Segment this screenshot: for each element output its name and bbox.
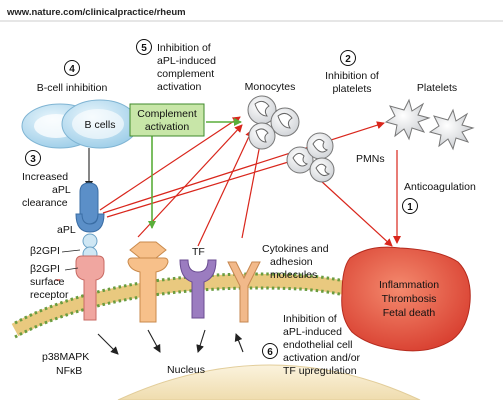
arrow-apl-to-pmns [106,158,296,218]
outcome-line-1: Inflammation [379,279,439,291]
arrow-pmns-to-outcome [319,179,393,247]
pmn-icon [286,132,335,183]
step-6-label-5: TF upregulation [283,365,357,377]
cytokines-label-1: Cytokines and [262,243,329,255]
arrow-nucleus-to-cytokine [234,333,244,353]
arrow-apl-to-platelets [102,121,385,214]
receptor-icon [127,241,169,323]
arrow-nucleus-to-tf [196,329,206,353]
outcome-line-2: Thrombosis [382,293,437,305]
step-1-marker: 1 [402,198,418,214]
step-6-label-2: aPL-induced [283,326,342,338]
nfkb-label: NFκB [56,365,82,377]
b2gpi-label: β2GPI [30,245,60,257]
svg-text:3: 3 [30,154,36,165]
arrow-cytokine-to-monocytes [241,133,265,239]
outcome-blob [341,246,471,352]
receptor-icon [75,255,105,321]
b-cells-label: B cells [85,119,116,131]
receptor-leader [64,267,79,271]
source-url: www.nature.com/clinicalpractice/rheum [6,7,186,18]
apl-label: aPL [57,224,76,236]
platelets-label: Platelets [417,82,457,94]
step-5-label-3: complement [157,68,214,80]
b2gpi-leader [61,249,81,253]
step-3-label-1: Increased [22,171,68,183]
svg-text:4: 4 [69,64,75,75]
svg-text:1: 1 [407,202,413,213]
step-3-label-3: clearance [22,197,68,209]
svg-text:6: 6 [267,347,273,358]
step-4-marker: 4 [64,60,80,76]
step-6-label-1: Inhibition of [283,313,337,325]
complement-label-1: Complement [137,108,197,120]
nucleus-icon [117,364,421,400]
step-4-label: B-cell inhibition [37,82,108,94]
step-2-marker: 2 [340,50,356,66]
step-2-label-1: Inhibition of [325,70,379,82]
arrow-receptor-to-p38 [97,333,119,355]
arrow-receptor-to-nucleus [147,329,161,353]
tf-label: TF [192,246,205,258]
svg-text:5: 5 [141,43,147,54]
p38-label: p38MAPK [42,351,89,363]
cytokine-icon [227,261,261,323]
arrow-apl-to-monocytes [99,116,241,211]
svg-text:2: 2 [345,54,351,65]
step-5-label-4: activation [157,81,202,93]
cytokines-label-2: adhesion [270,256,313,268]
step-6-marker: 6 [262,343,278,359]
step-5-label-1: Inhibition of [157,42,211,54]
complement-box [129,103,205,137]
receptor-label-3: receptor [30,289,69,301]
platelet-icon [384,98,475,151]
arrow-tf-to-monocytes [197,129,253,247]
step-6-label-4: activation and/or [283,352,361,364]
receptor-label-2: surface [30,276,65,288]
b-cell-icon [21,99,139,149]
monocyte-icon [247,95,300,150]
monocytes-label: Monocytes [245,81,296,93]
step-5-marker: 5 [136,39,152,55]
step-3-label-2: aPL [52,184,71,196]
cytokines-label-3: molecules [270,269,317,281]
step-3-marker: 3 [25,150,41,166]
nucleus-label: Nucleus [167,364,205,376]
receptor-label-1: β2GPI [30,263,60,275]
complement-label-2: activation [145,121,190,133]
outcome-line-3: Fetal death [383,307,436,319]
step-5-label-2: aPL-induced [157,55,216,67]
pmns-label: PMNs [356,153,385,165]
arrow-receptor1-to-monocytes [137,124,243,238]
step-2-label-2: platelets [332,83,371,95]
step-6-label-3: endothelial cell [283,339,352,351]
step-1-label: Anticoagulation [404,181,476,193]
tf-icon [179,259,217,319]
apl-antibody-icon [75,182,105,233]
